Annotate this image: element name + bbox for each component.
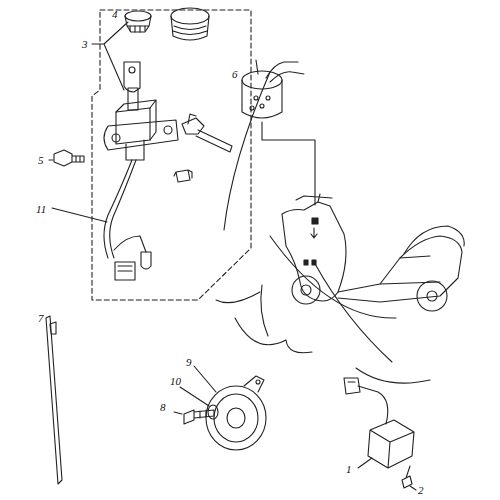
callout-number: 9 [186, 356, 192, 368]
callout-number: 2 [418, 484, 424, 496]
callout-number: 4 [112, 8, 118, 20]
callout-number: 5 [38, 154, 44, 166]
callout-number: 3 [82, 38, 88, 50]
callout-number: 10 [170, 375, 181, 387]
callout-number: 1 [346, 463, 352, 475]
callout-number: 7 [38, 312, 44, 324]
callout-number: 6 [232, 68, 238, 80]
callout-number: 8 [160, 401, 166, 413]
callout-number: 11 [36, 203, 46, 215]
